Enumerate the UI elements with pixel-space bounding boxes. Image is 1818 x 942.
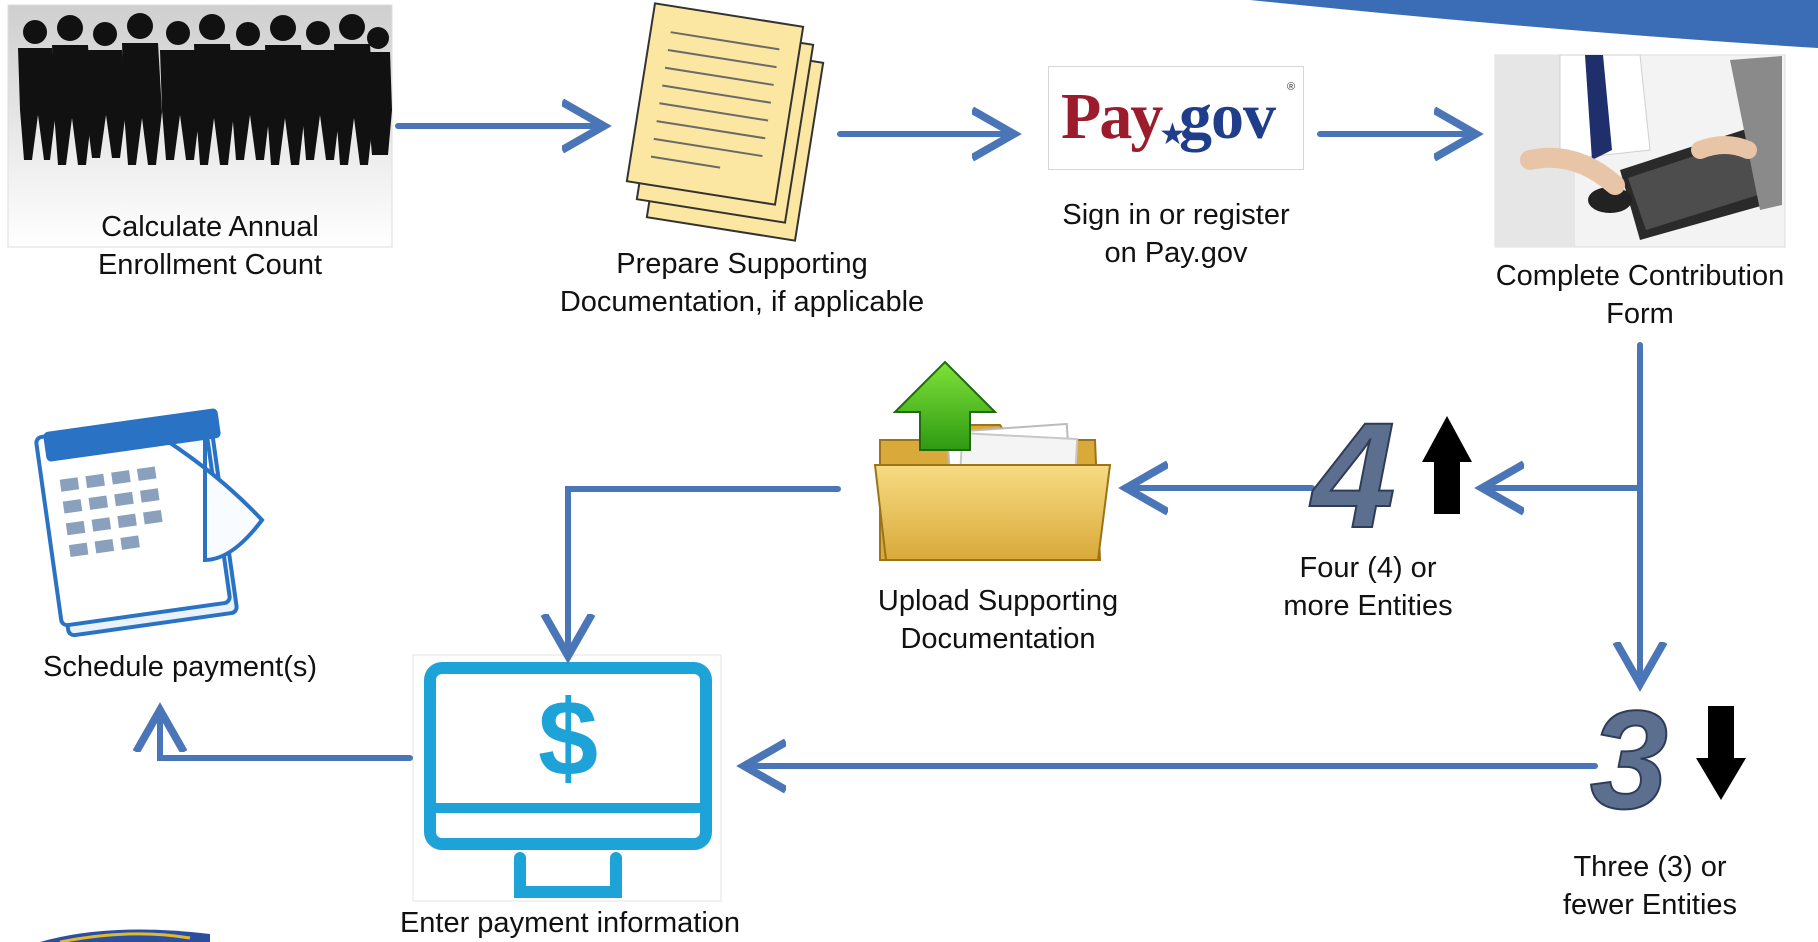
payment-monitor-image: $ bbox=[412, 654, 722, 902]
signin-step-label-line1: Sign in or register bbox=[1062, 199, 1290, 231]
enter-step-label-line1: Enter payment information bbox=[399, 907, 741, 939]
documents-stack-image bbox=[625, 2, 825, 242]
calendar-image bbox=[34, 408, 265, 638]
upload-step-label-line2: Documentation bbox=[900, 623, 1096, 655]
paygov-logo-registered: ® bbox=[1287, 81, 1296, 93]
complete-step-label: Complete Contribution Form bbox=[1460, 257, 1818, 333]
four-entities-label-line1: Four (4) or bbox=[1299, 552, 1437, 584]
signin-step-label-line2: on Pay.gov bbox=[1104, 237, 1248, 269]
three-entities-label-line1: Three (3) or bbox=[1573, 851, 1727, 883]
four-digit: 4 bbox=[1311, 391, 1396, 559]
footer-swoosh-accent bbox=[59, 932, 191, 942]
four-entities-label: Four (4) or more Entities bbox=[1238, 549, 1498, 625]
upload-step-label-line1: Upload Supporting bbox=[877, 585, 1119, 617]
arrow-enter-to-schedule bbox=[160, 716, 413, 761]
schedule-step-label-line1: Schedule payment(s) bbox=[42, 651, 318, 683]
three-digit: 3 bbox=[1589, 681, 1669, 838]
calculate-step-label: Calculate Annual Enrollment Count bbox=[60, 208, 360, 284]
upload-folder-image bbox=[873, 360, 1112, 561]
star-icon: ★ bbox=[1159, 118, 1186, 151]
paygov-logo-pay: Pay bbox=[1061, 80, 1163, 153]
complete-step-label-line1: Complete Contribution bbox=[1495, 260, 1785, 292]
prepare-step-label-line2: Documentation, if applicable bbox=[559, 286, 925, 318]
four-entities-label-line2: more Entities bbox=[1283, 590, 1453, 622]
three-entities-label: Three (3) or fewer Entities bbox=[1520, 848, 1780, 924]
arrow-upload-to-enter bbox=[568, 486, 841, 650]
complete-step-label-line2: Form bbox=[1606, 298, 1674, 330]
calculate-step-label-line2: Enrollment Count bbox=[97, 249, 323, 281]
schedule-step-label: Schedule payment(s) bbox=[10, 648, 350, 686]
crowd-silhouette-image bbox=[7, 4, 393, 248]
three-entities-label-line2: fewer Entities bbox=[1562, 889, 1738, 921]
up-arrow-icon bbox=[1422, 416, 1472, 514]
paygov-logo-gov: gov bbox=[1179, 80, 1276, 153]
header-banner-shape bbox=[1250, 0, 1818, 48]
prepare-step-label-line1: Prepare Supporting bbox=[616, 248, 868, 280]
laptop-user-image bbox=[1494, 54, 1786, 248]
upload-step-label: Upload Supporting Documentation bbox=[848, 582, 1148, 658]
enter-step-label: Enter payment information bbox=[360, 904, 780, 942]
prepare-step-label: Prepare Supporting Documentation, if app… bbox=[522, 245, 962, 321]
signin-step-label: Sign in or register on Pay.gov bbox=[1016, 196, 1336, 272]
down-arrow-icon bbox=[1696, 706, 1746, 800]
calculate-step-label-line1: Calculate Annual bbox=[101, 211, 319, 243]
paygov-logo: Pay ★ gov ® bbox=[1048, 66, 1304, 170]
dollar-symbol: $ bbox=[538, 677, 598, 798]
